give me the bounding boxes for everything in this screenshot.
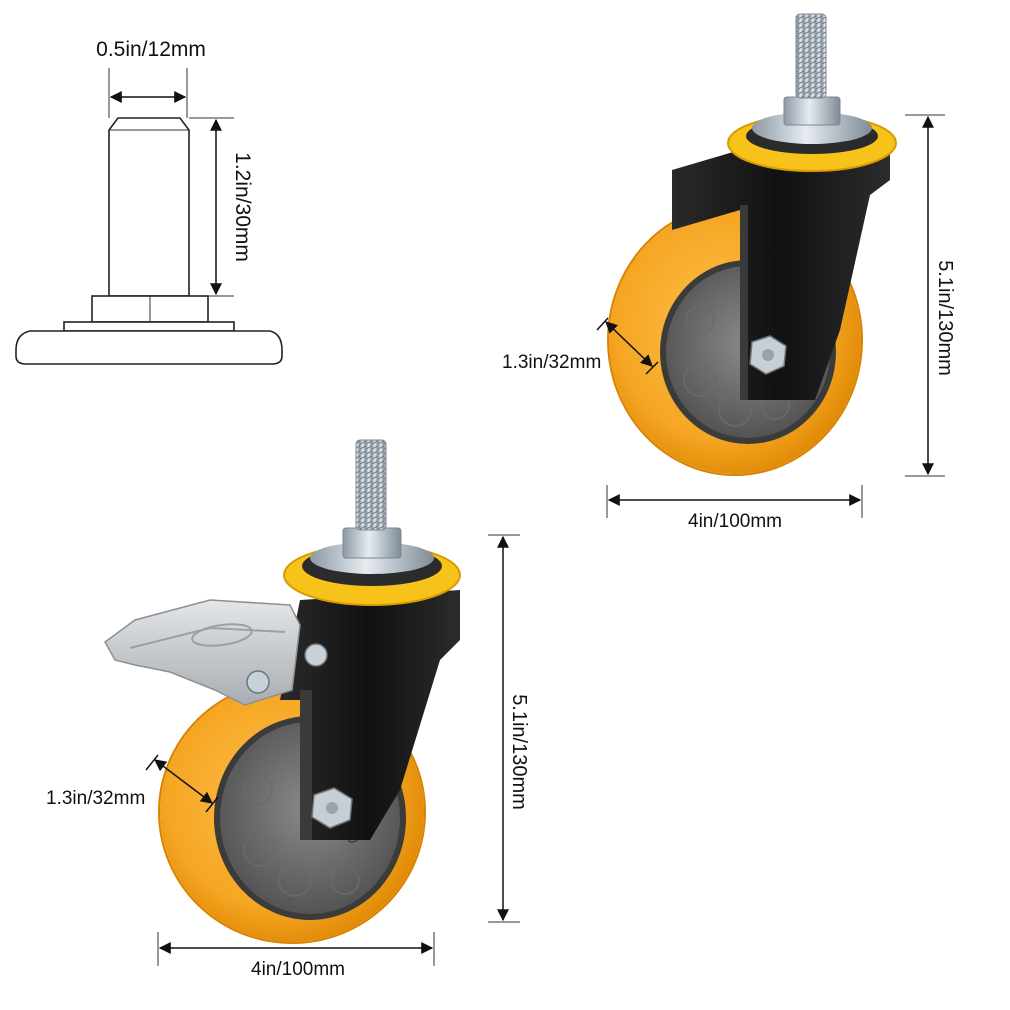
brake-rivet: [304, 643, 328, 667]
stem-width-label: 0.5in/12mm: [96, 38, 206, 61]
top-width-label: 4in/100mm: [688, 511, 782, 532]
bottom-tread-dimension-line: [154, 759, 213, 804]
top-nut: [783, 96, 841, 126]
stem-sketch: 0.5in/12mm 1.2in/30mm: [15, 38, 283, 365]
bottom-height-label: 5.1in/130mm: [508, 694, 530, 810]
bottom-threaded-stud: [355, 439, 387, 531]
stem-height-label: 1.2in/30mm: [231, 152, 254, 262]
bottom-nut: [342, 527, 402, 559]
caster-swivel: [607, 13, 897, 476]
bottom-dimensions: 5.1in/130mm 4in/100mm 1.3in/32mm: [46, 534, 530, 980]
threaded-stem: [108, 117, 190, 297]
bottom-width-label: 4in/100mm: [251, 959, 345, 980]
brake-pedal: [104, 599, 301, 706]
top-dimensions: 5.1in/130mm 4in/100mm 1.3in/32mm: [502, 114, 956, 532]
top-height-label: 5.1in/130mm: [934, 260, 956, 376]
top-bracket: [672, 150, 890, 400]
brake-rivet: [246, 670, 270, 694]
top-tread-label: 1.3in/32mm: [502, 352, 601, 373]
top-tread-dimension-line: [605, 321, 653, 367]
top-threaded-stud: [795, 13, 827, 99]
stem-base-plate: [15, 330, 283, 365]
top-washer: [752, 112, 872, 144]
caster-with-brake: 4.0: [104, 439, 461, 944]
bottom-tread-label: 1.3in/32mm: [46, 788, 145, 809]
